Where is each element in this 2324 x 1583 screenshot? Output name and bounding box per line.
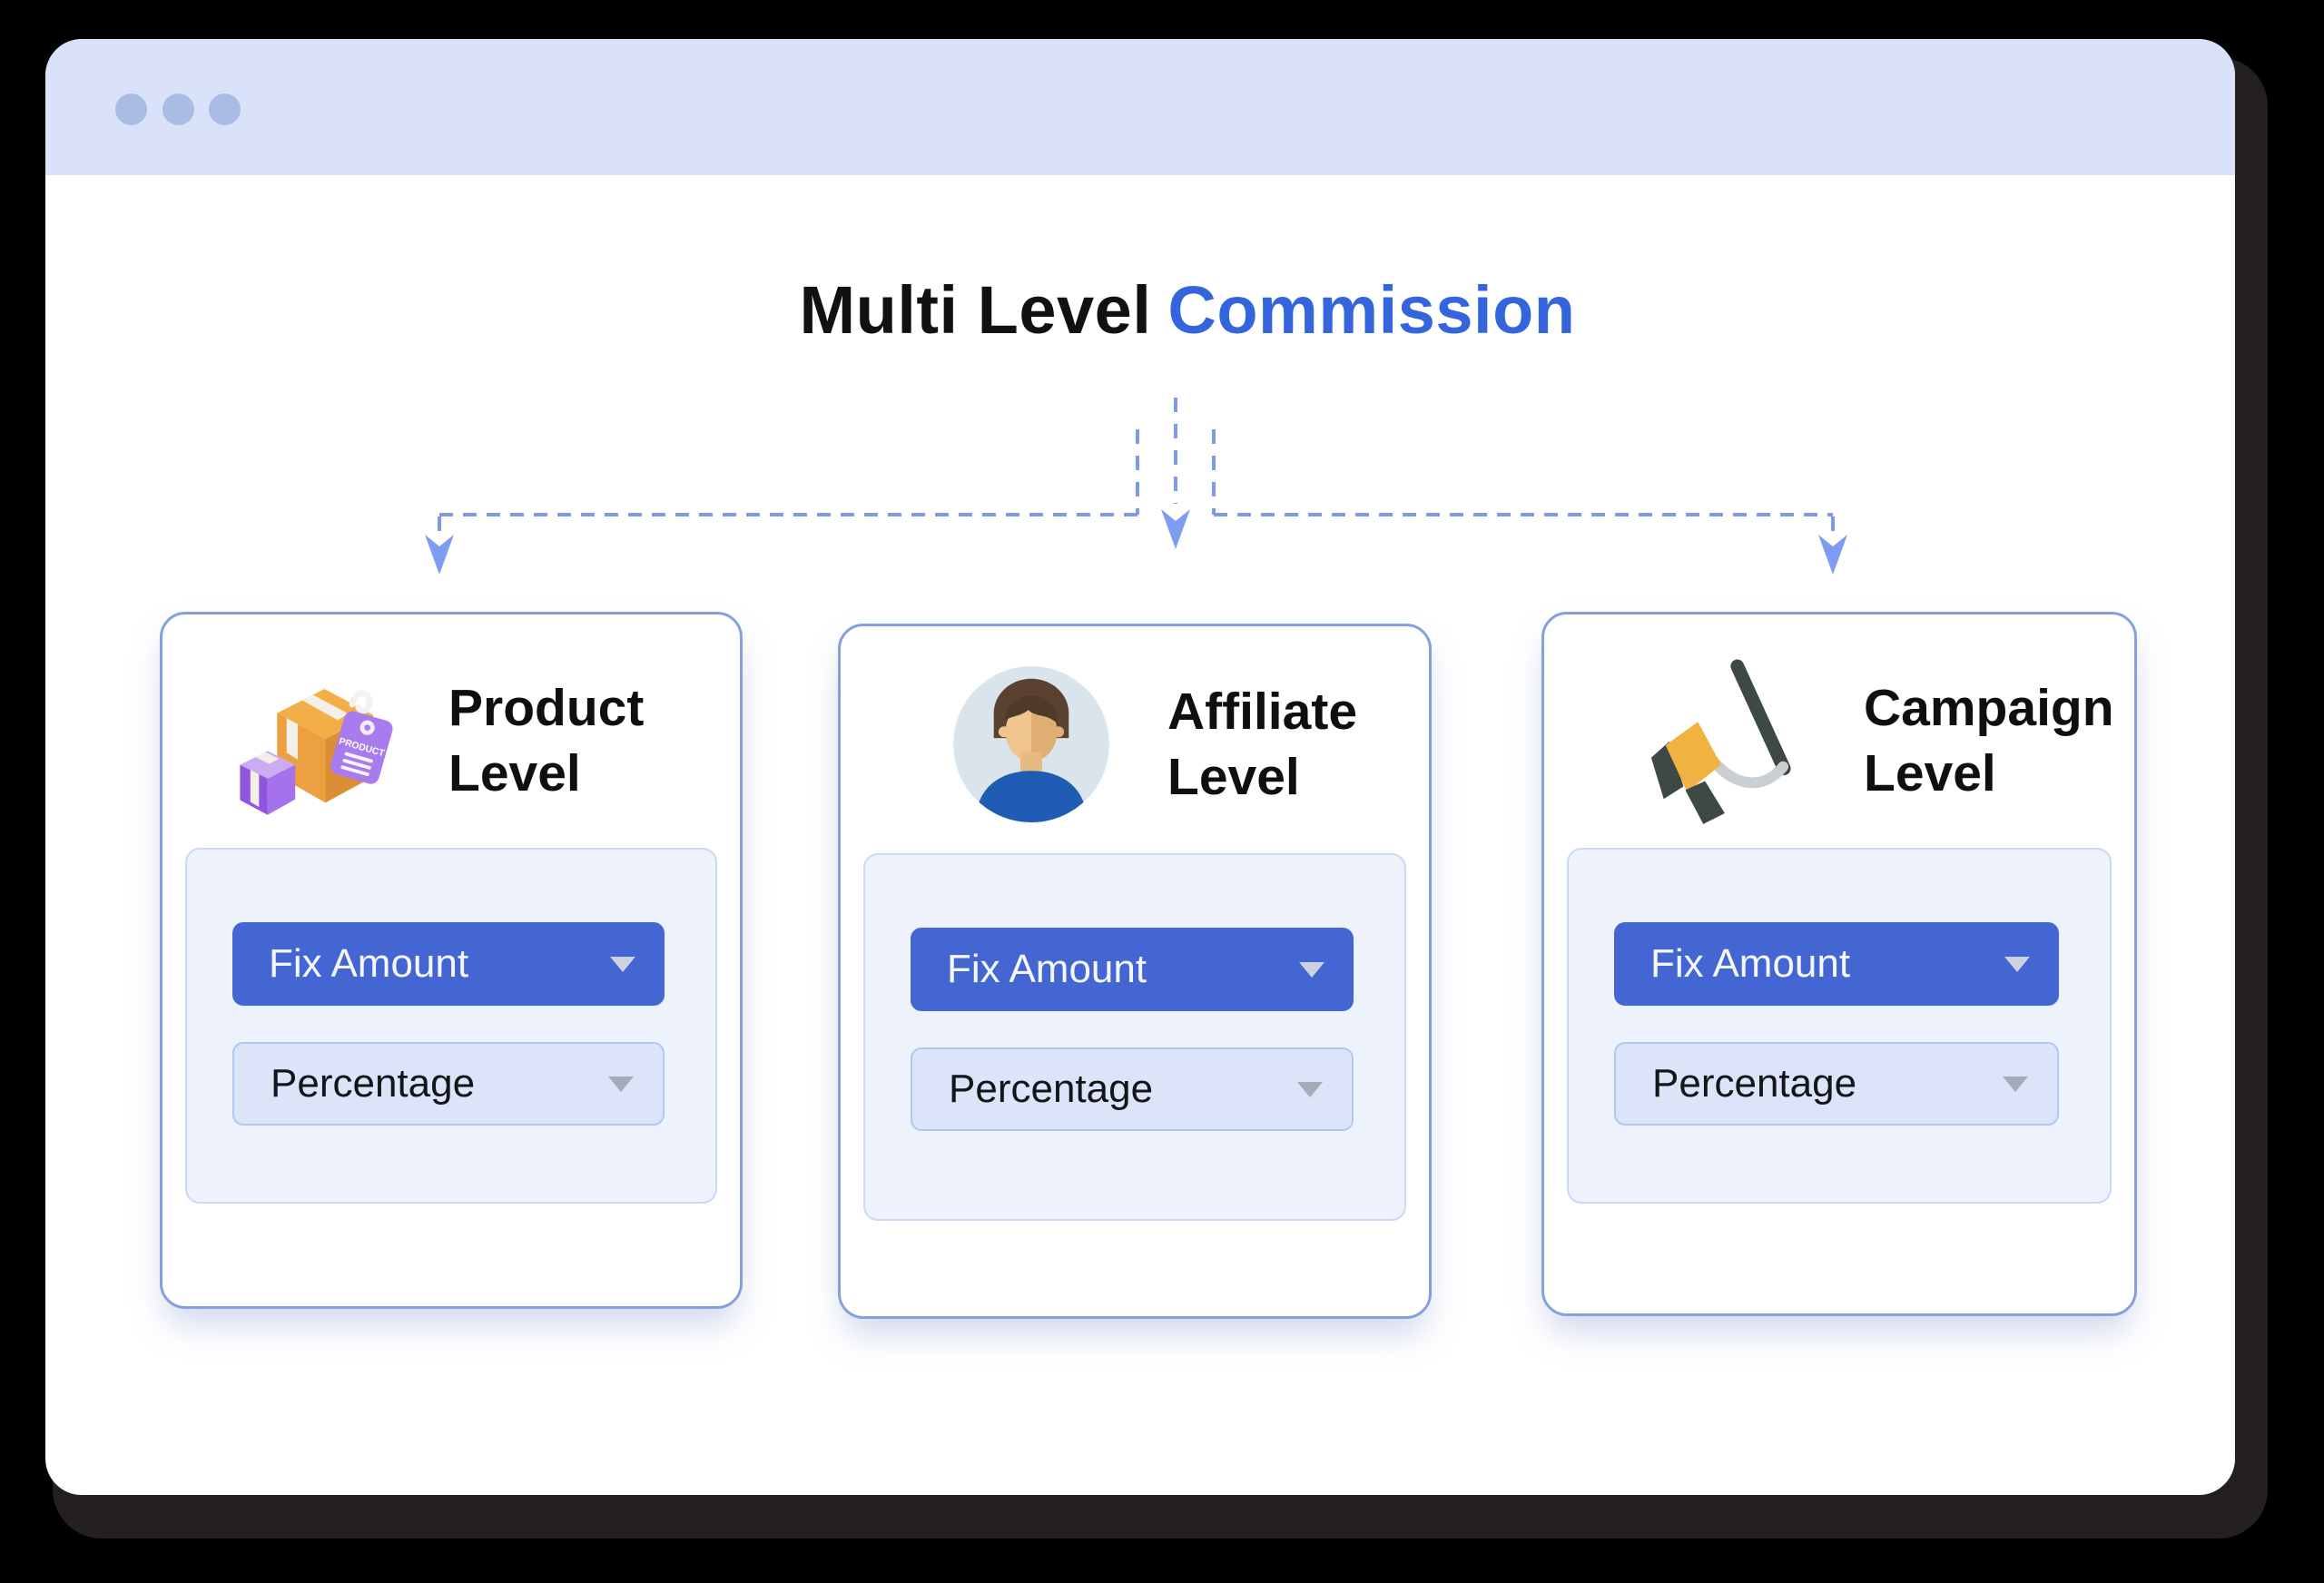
card-title: Product Level: [448, 679, 645, 802]
dropdown-fix-amount[interactable]: Fix Amount: [232, 922, 665, 1006]
chevron-down-icon: [1297, 1081, 1323, 1097]
dropdown-fix-amount[interactable]: Fix Amount: [911, 928, 1354, 1011]
chevron-down-icon: [1299, 961, 1324, 978]
chevron-down-icon: [2003, 1076, 2028, 1092]
chevron-down-icon: [608, 1076, 634, 1092]
window-control-dot[interactable]: [209, 93, 241, 125]
options-panel: Fix Amount Percentage: [185, 848, 717, 1204]
card-header: Campaign Level: [1544, 615, 2134, 827]
card-header: PRODUCT Product Level: [162, 615, 740, 827]
card-title: Affiliate Level: [1167, 683, 1358, 806]
dropdown-label: Fix Amount: [1650, 941, 1851, 986]
dropdown-label: Percentage: [271, 1061, 476, 1106]
megaphone-icon: [1650, 659, 1791, 824]
dropdown-label: Percentage: [1652, 1061, 1857, 1106]
page-title-highlight: Commission: [1167, 272, 1576, 348]
card-campaign-level: Campaign Level Fix Amount Percentage: [1541, 612, 2137, 1316]
dropdown-fix-amount[interactable]: Fix Amount: [1614, 922, 2059, 1006]
product-boxes-icon: PRODUCT: [240, 689, 393, 815]
card-title: Campaign Level: [1864, 679, 2114, 802]
chevron-down-icon: [610, 956, 635, 972]
options-panel: Fix Amount Percentage: [1567, 848, 2112, 1204]
dropdown-label: Fix Amount: [947, 947, 1147, 991]
dropdown-percentage[interactable]: Percentage: [232, 1042, 665, 1126]
window-titlebar: [45, 39, 2235, 175]
dropdown-label: Percentage: [949, 1067, 1154, 1111]
card-product-level: PRODUCT Product Level Fix Amount Percent…: [160, 612, 743, 1309]
arrowheads: [425, 509, 1847, 575]
dropdown-label: Fix Amount: [269, 941, 469, 986]
dropdown-percentage[interactable]: Percentage: [1614, 1042, 2059, 1126]
page-title-prefix: Multi Level: [799, 272, 1152, 348]
card-affiliate-level: Affiliate Level Fix Amount Percentage: [838, 624, 1432, 1319]
options-panel: Fix Amount Percentage: [863, 853, 1406, 1221]
chevron-down-icon: [2004, 956, 2030, 972]
card-header: Affiliate Level: [841, 626, 1429, 822]
person-avatar-icon: [953, 666, 1109, 822]
window-control-dot[interactable]: [115, 93, 147, 125]
window-control-dot[interactable]: [162, 93, 194, 125]
dropdown-percentage[interactable]: Percentage: [911, 1047, 1354, 1131]
